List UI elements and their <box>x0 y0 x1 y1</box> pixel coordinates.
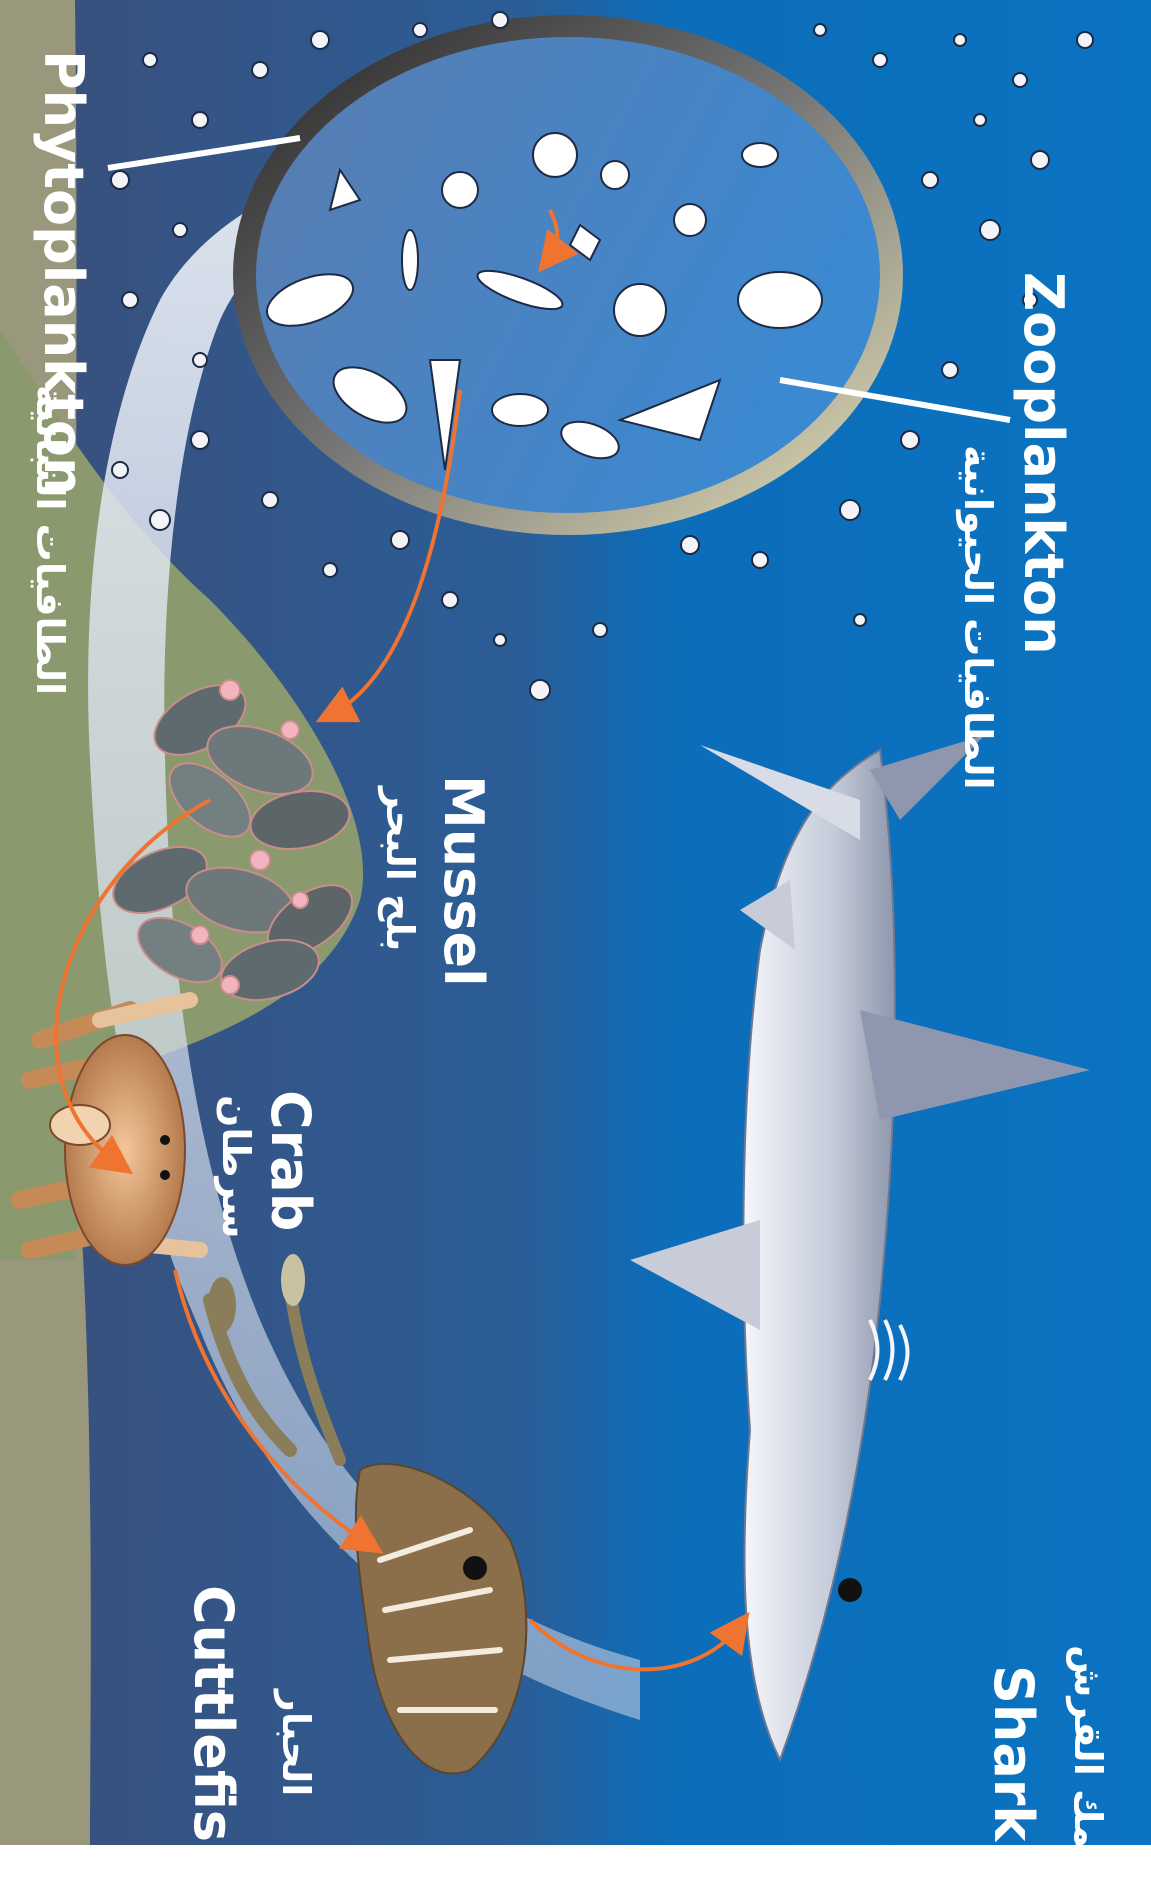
mussel-arabic-label: بلح البحر <box>378 787 422 951</box>
zooplankton-label: Zooplankton <box>1012 272 1075 655</box>
phytoplankton-arabic-label: الطافيات النباتية <box>28 385 72 695</box>
diagram-canvas <box>0 0 1151 1845</box>
crab-label: Crab <box>259 1090 322 1231</box>
zooplankton-arabic-label: الطافيات الحيوانية <box>956 445 1000 790</box>
food-web-diagram: Zooplankton الطافيات الحيوانية Phytoplan… <box>0 0 1151 1845</box>
shark-label: Shark <box>982 1665 1045 1841</box>
crab-arabic-label: سرطان <box>214 1095 258 1239</box>
mussel-label: Mussel <box>432 775 495 987</box>
shark-arabic-label: سمك القرش <box>1066 1645 1110 1887</box>
cuttlefish-label: Cuttlefish <box>182 1585 245 1880</box>
cuttlefish-arabic-label: الحبار <box>274 1690 318 1796</box>
